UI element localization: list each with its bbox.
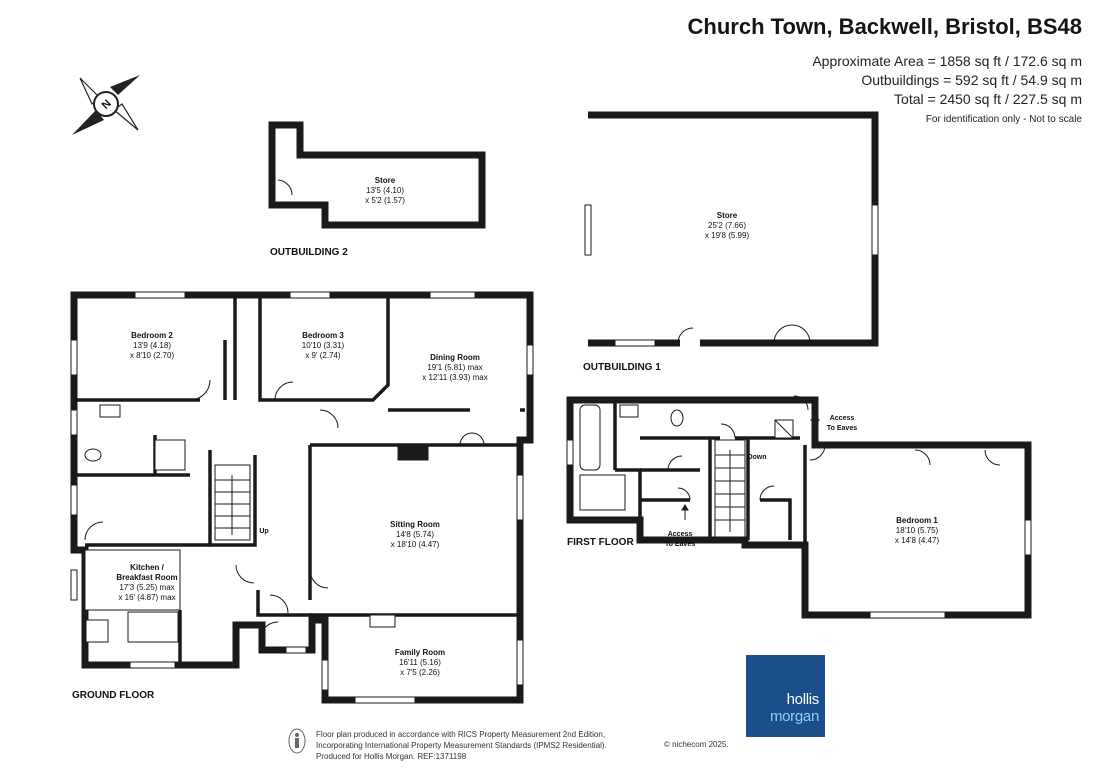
- agent-logo: hollis morgan: [746, 655, 825, 737]
- property-address: Church Town, Backwell, Bristol, BS48: [687, 14, 1082, 39]
- toilet-icon: [84, 448, 102, 462]
- outbuildings-area: Outbuildings = 592 sq ft / 54.9 sq m: [861, 72, 1082, 88]
- ground-floor-label: GROUND FLOOR: [72, 690, 155, 701]
- basin-icon: [619, 404, 639, 418]
- room-family: Family Room 16'11 (5.16) x 7'5 (2.26): [395, 648, 445, 677]
- room-kitchen: Kitchen / Breakfast Room 17'3 (5.25) max…: [116, 563, 177, 602]
- room-bedroom-2: Bedroom 2 13'9 (4.18) x 8'10 (2.70): [130, 331, 175, 360]
- measurement-standard-icon: [288, 728, 306, 754]
- total-area: Total = 2450 sq ft / 227.5 sq m: [894, 91, 1082, 107]
- room-bedroom-3: Bedroom 3 10'10 (3.31) x 9' (2.74): [302, 331, 345, 360]
- room-name: Breakfast Room: [116, 573, 177, 582]
- stairs-down-label: Down: [747, 454, 766, 461]
- room-name: Family Room: [395, 648, 445, 657]
- ground-floor-outer-walls: [70, 291, 534, 704]
- logo-word-hollis: hollis: [786, 691, 820, 708]
- room-name: Bedroom 1: [896, 516, 938, 525]
- room-dimension: 25'2 (7.66): [708, 221, 746, 230]
- room-name: Store: [375, 176, 396, 185]
- room-dimension: 10'10 (3.31): [302, 341, 345, 350]
- access-eaves-label: Access: [830, 415, 855, 422]
- room-name: Sitting Room: [390, 520, 440, 529]
- room-dimension: 18'10 (5.75): [896, 526, 939, 535]
- room-dimension: 13'9 (4.18): [133, 341, 171, 350]
- access-eaves-label: To Eaves: [827, 425, 857, 432]
- first-floor-label: FIRST FLOOR: [567, 537, 634, 548]
- ground-stairs: [214, 464, 251, 541]
- logo-word-morgan: morgan: [769, 708, 819, 725]
- toilet-icon: [670, 409, 684, 427]
- room-name: Bedroom 3: [302, 331, 344, 340]
- first-floor-stairs: [714, 439, 746, 539]
- basin-icon: [99, 404, 121, 418]
- room-dimension: x 19'8 (5.99): [705, 231, 750, 240]
- room-dimension: x 7'5 (2.26): [400, 668, 440, 677]
- footer-line: Incorporating International Property Mea…: [316, 741, 607, 750]
- outbuilding-2-label: OUTBUILDING 2: [270, 247, 348, 258]
- room-dimension: 13'5 (4.10): [366, 186, 404, 195]
- room-dimension: x 14'8 (4.47): [895, 536, 940, 545]
- shower-tray-icon: [154, 439, 186, 471]
- bath-icon: [579, 404, 601, 471]
- footer-line: Produced for Hollis Morgan. REF:1371198: [316, 752, 467, 761]
- room-dimension: x 8'10 (2.70): [130, 351, 175, 360]
- footer-line: Floor plan produced in accordance with R…: [316, 730, 606, 739]
- room-dimension: x 18'10 (4.47): [391, 540, 440, 549]
- hob-icon: [85, 619, 109, 643]
- room-name: Dining Room: [430, 353, 480, 362]
- room-dimension: 19'1 (5.81) max: [427, 363, 482, 372]
- compass-rose-icon: N: [72, 75, 140, 135]
- room-name: Bedroom 2: [131, 331, 173, 340]
- room-dimension: x 12'11 (3.93) max: [422, 373, 487, 382]
- approximate-area: Approximate Area = 1858 sq ft / 172.6 sq…: [812, 53, 1082, 69]
- scale-disclaimer: For identification only - Not to scale: [925, 114, 1082, 125]
- room-dining: Dining Room 19'1 (5.81) max x 12'11 (3.9…: [422, 353, 487, 382]
- access-eaves-label: To Eaves: [665, 541, 695, 548]
- room-dimension: 14'8 (5.74): [396, 530, 434, 539]
- room-store-2: Store 13'5 (4.10) x 5'2 (1.57): [365, 176, 405, 205]
- room-sitting: Sitting Room 14'8 (5.74) x 18'10 (4.47): [390, 520, 440, 549]
- outbuilding-2-walls: [268, 121, 486, 229]
- bay-recess: [369, 614, 396, 628]
- room-dimension: x 5'2 (1.57): [365, 196, 405, 205]
- room-dimension: x 16' (4.87) max: [118, 593, 175, 602]
- stairs-up-label: Up: [259, 528, 268, 535]
- room-bedroom-1: Bedroom 1 18'10 (5.75) x 14'8 (4.47): [895, 516, 940, 545]
- room-dimension: x 9' (2.74): [305, 351, 341, 360]
- room-store-1: Store 25'2 (7.66) x 19'8 (5.99): [705, 211, 750, 240]
- plan-footer: Floor plan produced in accordance with R…: [316, 729, 607, 762]
- copyright-credit: © nichecom 2025.: [664, 740, 729, 749]
- room-dimension: 16'11 (5.16): [399, 658, 441, 667]
- outbuilding-1-label: OUTBUILDING 1: [583, 362, 661, 373]
- shower-tray-icon: [579, 474, 626, 511]
- room-name: Store: [717, 211, 738, 220]
- fireplace-icon: [397, 444, 429, 461]
- room-dimension: 17'3 (5.25) max: [119, 583, 174, 592]
- access-eaves-label: Access: [668, 531, 693, 538]
- room-name: Kitchen /: [130, 563, 165, 572]
